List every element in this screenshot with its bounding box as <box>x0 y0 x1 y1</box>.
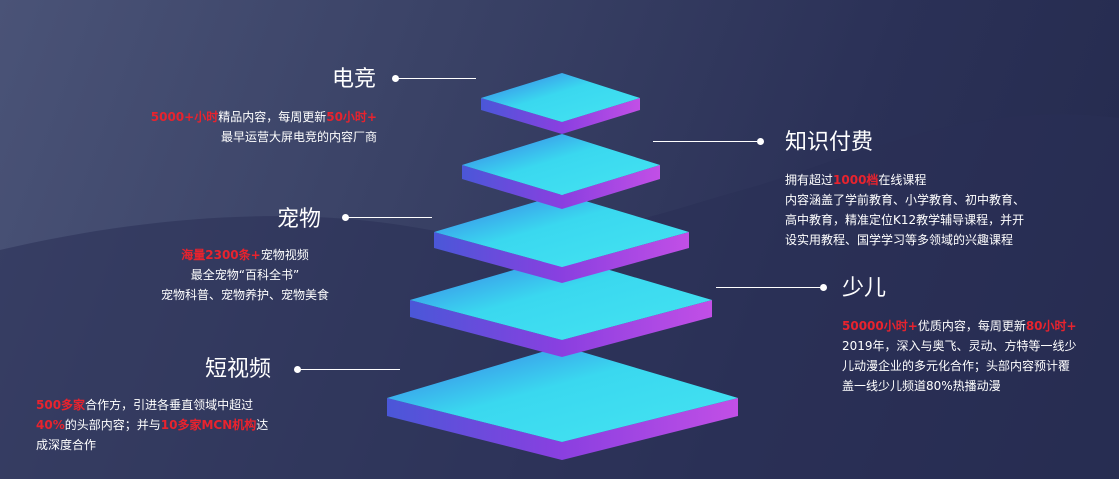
kids-desc-line1: 50000小时+优质内容，每周更新80小时+ <box>842 319 1077 333</box>
knowledge-desc-line4: 设实用教程、国学学习等多领域的兴趣课程 <box>785 233 1014 247</box>
kids-description: 50000小时+优质内容，每周更新80小时+ 2019年，深入与奥飞、灵动、方特… <box>842 316 1077 396</box>
knowledge-courses-highlight: 1000档 <box>833 173 879 187</box>
esports-description: 5000+小时精品内容，每周更新50小时+ 最早运营大屏电竞的内容厂商 <box>151 107 377 147</box>
kids-desc-line3: 儿动漫企业的多元化合作；头部内容预计覆 <box>842 359 1071 373</box>
shortvideo-connector-line <box>300 369 400 370</box>
esports-weekly-highlight: 50小时+ <box>326 110 377 124</box>
pets-videos-highlight: 海量2300条+ <box>181 248 261 262</box>
kids-weekly-highlight: 80小时+ <box>1025 319 1077 333</box>
esports-hours-highlight: 5000+小时 <box>150 110 219 124</box>
kids-hours-highlight: 50000小时+ <box>842 319 918 333</box>
knowledge-desc-line1: 拥有超过1000档在线课程 <box>785 173 927 187</box>
pyramid-layer-5 <box>387 346 738 460</box>
shortvideo-partners-highlight: 500多家 <box>36 398 86 412</box>
pets-description: 海量2300条+宠物视频 最全宠物“百科全书” 宠物科普、宠物养护、宠物美食 <box>120 245 370 305</box>
kids-desc-line2: 2019年，深入与奥飞、灵动、方特等一线少 <box>842 339 1077 353</box>
pyramid-layer-3 <box>434 194 689 283</box>
pets-connector-line <box>348 217 432 218</box>
shortvideo-percent-highlight: 40% <box>36 418 65 432</box>
shortvideo-desc-line2: 40%的头部内容；并与10多家MCN机构达 <box>36 418 269 432</box>
kids-connector-line <box>716 287 820 288</box>
pyramid-layer-1 <box>481 73 640 134</box>
pets-title: 宠物 <box>277 207 322 232</box>
shortvideo-desc-line3: 成深度合作 <box>36 438 97 452</box>
knowledge-connector-line <box>653 141 757 142</box>
pyramid-layer-4 <box>410 256 712 357</box>
shortvideo-title: 短视频 <box>205 357 272 382</box>
shortvideo-mcn-highlight: 10多家MCN机构 <box>160 418 257 432</box>
esports-desc-line1: 5000+小时精品内容，每周更新50小时+ <box>150 110 377 124</box>
kids-connector-dot <box>820 284 827 291</box>
knowledge-desc-line3: 高中教育，精准定位K12教学辅导课程，并开 <box>785 213 1025 227</box>
kids-desc-line4: 盖一线少儿频道80%热播动漫 <box>842 379 1001 393</box>
pets-desc-line2: 最全宠物“百科全书” <box>190 268 300 282</box>
esports-connector-line <box>398 78 476 79</box>
kids-title: 少儿 <box>842 276 887 301</box>
esports-desc-line2: 最早运营大屏电竞的内容厂商 <box>220 130 377 144</box>
knowledge-desc-line2: 内容涵盖了学前教育、小学教育、初中教育、 <box>785 193 1026 207</box>
pyramid-layer-2 <box>462 134 660 209</box>
esports-title: 电竞 <box>332 67 377 92</box>
shortvideo-description: 500多家合作方，引进各垂直领域中超过 40%的头部内容；并与10多家MCN机构… <box>36 395 268 455</box>
esports-connector-dot <box>392 75 399 82</box>
pets-desc-line3: 宠物科普、宠物养护、宠物美食 <box>160 288 329 302</box>
pets-connector-dot <box>342 214 349 221</box>
pets-desc-line1: 海量2300条+宠物视频 <box>181 248 309 262</box>
knowledge-description: 拥有超过1000档在线课程 内容涵盖了学前教育、小学教育、初中教育、 高中教育，… <box>785 170 1025 250</box>
shortvideo-desc-line1: 500多家合作方，引进各垂直领域中超过 <box>36 398 254 412</box>
shortvideo-connector-dot <box>294 366 301 373</box>
knowledge-connector-dot <box>757 138 764 145</box>
knowledge-title: 知识付费 <box>785 130 874 155</box>
